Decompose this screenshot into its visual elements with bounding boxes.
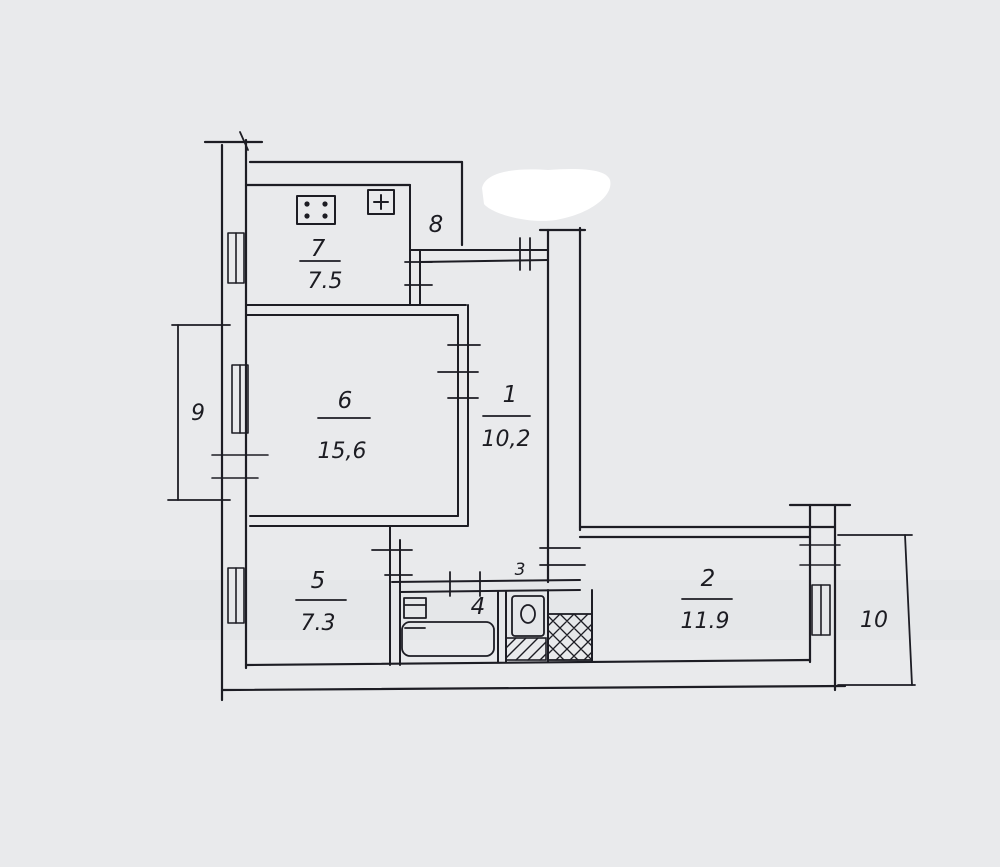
dimension-label-right: 10: [860, 608, 888, 633]
interior-walls: [245, 184, 593, 666]
outer-walls: [203, 138, 852, 702]
dimension-lines: [167, 131, 916, 686]
room-number-7: 7: [311, 236, 326, 262]
room-number-3: 3: [515, 560, 526, 580]
room-number-2: 2: [701, 566, 716, 592]
room-number-8: 8: [429, 212, 444, 238]
room-number-6: 6: [338, 388, 353, 414]
room-area-7: 7.5: [308, 269, 343, 294]
stove-icon: [296, 195, 336, 225]
right-window: [799, 544, 841, 636]
room-number-1: 1: [503, 382, 518, 408]
room-area-6: 15,6: [318, 439, 367, 464]
room-area-1: 10,2: [482, 427, 531, 452]
door-ticks: [371, 237, 586, 629]
paper-fold: [0, 580, 1000, 640]
bathtub-icon: [401, 597, 495, 657]
ventilation-shaft-icon: [505, 613, 593, 661]
room-number-4: 4: [471, 594, 486, 620]
dimension-label-left: 9: [191, 401, 205, 426]
left-windows: [211, 232, 269, 624]
sink-icon: [367, 189, 395, 215]
toilet-icon: [511, 595, 545, 637]
room-number-5: 5: [311, 568, 326, 594]
redaction-blob-icon: [482, 169, 611, 221]
room-area-5: 7.3: [301, 611, 336, 636]
room-area-2: 11.9: [681, 609, 730, 634]
